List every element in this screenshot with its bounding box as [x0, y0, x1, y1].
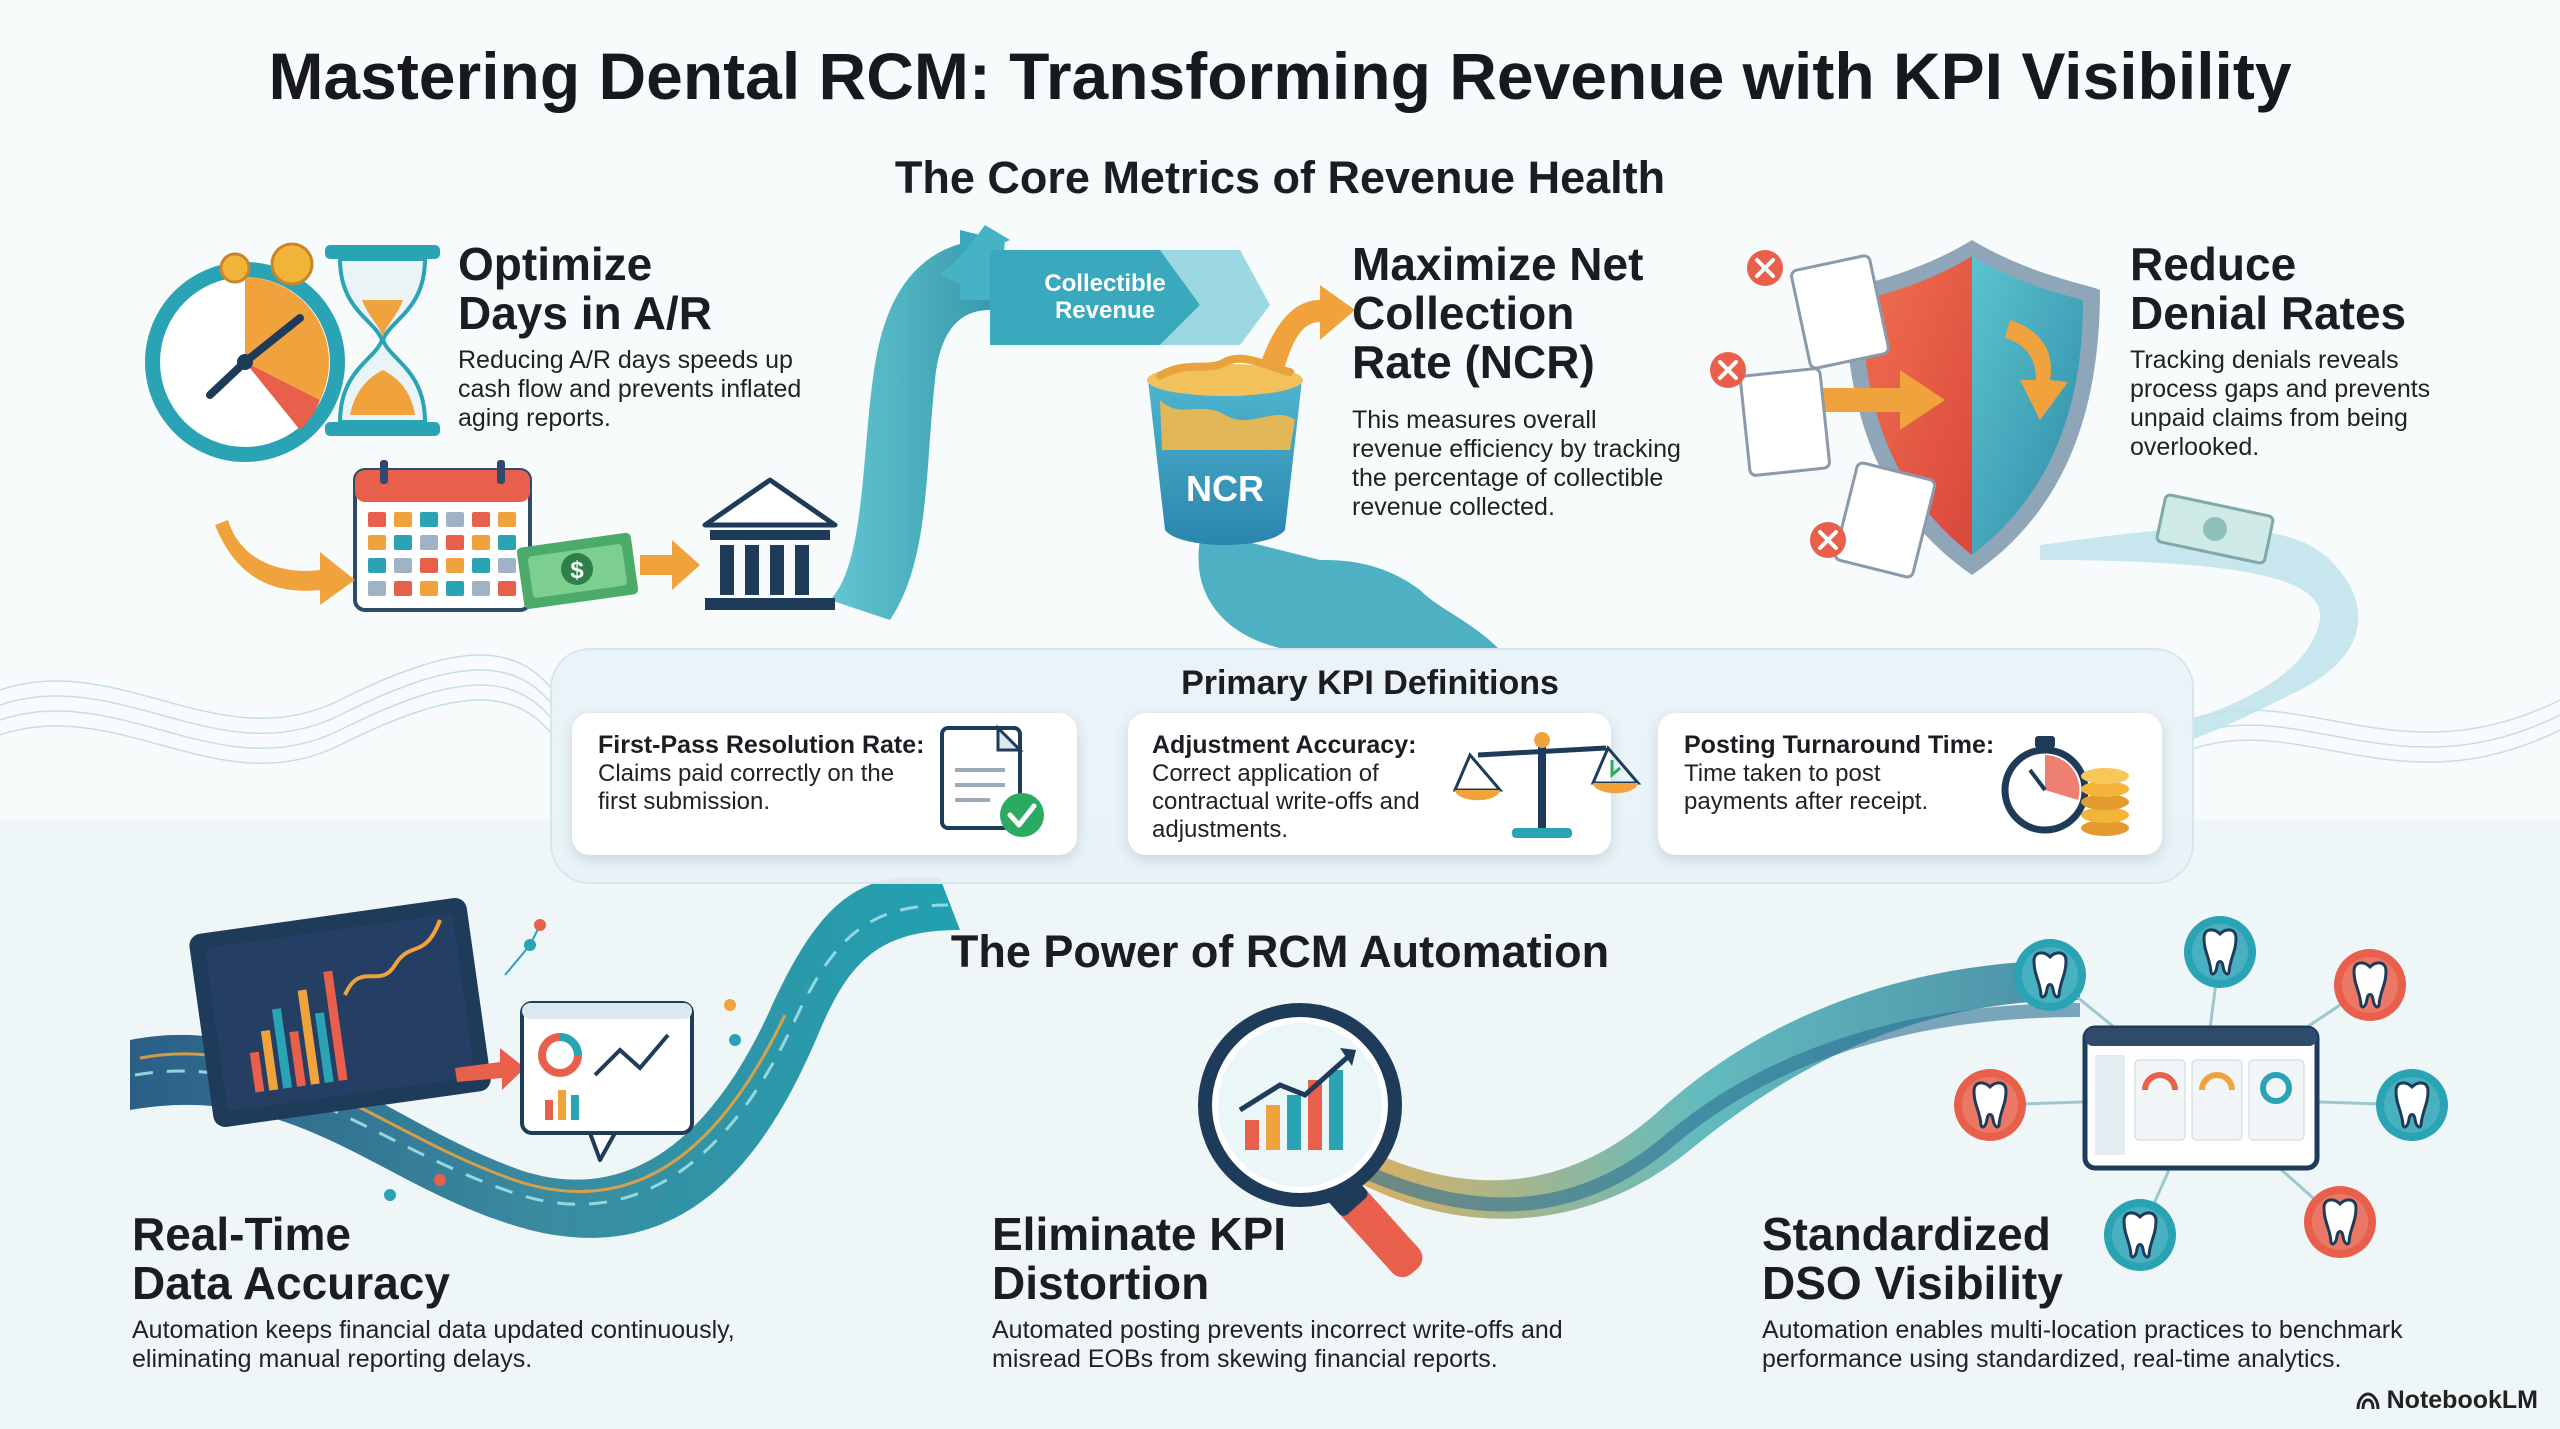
calendar-cell — [394, 558, 412, 573]
watermark-text: NotebookLM — [2386, 1386, 2538, 1414]
automation-realtime-heading: Real-Time Data Accuracy — [132, 1208, 450, 1309]
section-title-automation: The Power of RCM Automation — [950, 926, 1610, 977]
tooth-icon — [2184, 916, 2256, 988]
calendar-cell — [420, 535, 438, 550]
automation-realtime-desc: Automation keeps financial data updated … — [132, 1316, 735, 1373]
money-icon — [2155, 493, 2275, 565]
calendar-cell — [446, 512, 464, 527]
kpi-card-posting: Posting Turnaround Time: Time taken to p… — [1658, 713, 2162, 855]
calendar-cell — [472, 581, 490, 596]
monitor-bar — [271, 1008, 293, 1089]
tooth-icon — [2014, 939, 2086, 1011]
automation-distortion-desc: Automated posting prevents incorrect wri… — [992, 1316, 1563, 1373]
section-title-core-metrics: The Core Metrics of Revenue Health — [894, 152, 1666, 203]
kpi-name: Posting Turnaround Time: — [1684, 731, 1995, 759]
kpi-panel-title: Primary KPI Definitions — [1181, 664, 1559, 702]
calendar-cell — [472, 558, 490, 573]
clock-icon — [145, 262, 345, 462]
page-title: Mastering Dental RCM: Transforming Reven… — [268, 39, 2292, 113]
kpi-desc: Time taken to post payments after receip… — [1684, 760, 1929, 815]
dashboard-icon — [2082, 1025, 2320, 1171]
dashboard-monitor-icon — [189, 898, 491, 1127]
calendar-cell — [498, 535, 516, 550]
monitor-bar — [249, 1051, 265, 1093]
calendar-cell — [420, 512, 438, 527]
calendar-cell — [446, 581, 464, 596]
ncr-label: NCR — [1186, 468, 1264, 509]
calendar-cell — [420, 581, 438, 596]
tooth-icon — [2334, 949, 2406, 1021]
calendar-cell — [394, 581, 412, 596]
calendar-cell — [446, 558, 464, 573]
calendar-cell — [498, 581, 516, 596]
kpi-desc: Claims paid correctly on the first submi… — [598, 760, 895, 815]
hourglass-icon — [325, 245, 440, 436]
tooth-icon — [2376, 1069, 2448, 1141]
calendar-cell — [368, 581, 386, 596]
kpi-name: Adjustment Accuracy: — [1152, 731, 1417, 759]
metric-denial-desc: Tracking denials reveals process gaps an… — [2130, 346, 2431, 461]
automation-dso-heading: Standardized DSO Visibility — [1762, 1208, 2063, 1309]
kpi-card-adjustment: Adjustment Accuracy: Correct application… — [1128, 713, 1611, 855]
metric-ncr-heading: Maximize Net Collection Rate (NCR) — [1352, 238, 1644, 388]
collectible-revenue-label: Collectible Revenue — [1044, 270, 1166, 324]
monitor-bar — [297, 989, 320, 1085]
calendar-icon — [353, 460, 532, 612]
svg-text:$: $ — [570, 557, 584, 584]
kpi-name: First-Pass Resolution Rate: — [598, 731, 925, 759]
calendar-cell — [394, 512, 412, 527]
kpi-desc: Correct application of contractual write… — [1152, 760, 1420, 843]
monitor-bar — [260, 1029, 279, 1091]
bucket-icon — [1147, 354, 1303, 545]
calendar-cell — [472, 512, 490, 527]
claim-document-icon — [1710, 250, 1937, 579]
calendar-cell — [394, 535, 412, 550]
watermark: NotebookLM — [2355, 1386, 2538, 1415]
money-icon: $ — [516, 532, 639, 609]
calendar-cell — [368, 535, 386, 550]
kpi-card-first-pass: First-Pass Resolution Rate: Claims paid … — [572, 713, 1077, 855]
calendar-cell — [472, 535, 490, 550]
coins-icon — [219, 242, 314, 286]
analytics-card-icon — [520, 1001, 694, 1162]
calendar-cell — [368, 558, 386, 573]
metric-ar-heading: Optimize Days in A/R — [458, 238, 712, 339]
magnifier-icon — [1198, 1003, 1423, 1278]
monitor-bar — [314, 1012, 334, 1083]
tooth-icon — [2304, 1186, 2376, 1258]
tooth-icon — [2104, 1199, 2176, 1271]
calendar-cell — [420, 558, 438, 573]
calendar-cell — [368, 512, 386, 527]
calendar-cell — [498, 558, 516, 573]
calendar-cell — [446, 535, 464, 550]
monitor-bar — [323, 970, 348, 1081]
automation-dso-desc: Automation enables multi-location practi… — [1762, 1316, 2403, 1373]
notebooklm-logo-icon — [2356, 1391, 2380, 1409]
calendar-cell — [498, 512, 516, 527]
metric-denial-heading: Reduce Denial Rates — [2130, 238, 2407, 339]
metric-ncr-desc: This measures overall revenue efficiency… — [1352, 406, 1681, 521]
monitor-bar — [289, 1030, 306, 1087]
bank-icon — [702, 477, 838, 610]
automation-distortion-heading: Eliminate KPI Distortion — [992, 1208, 1286, 1309]
metric-ar-desc: Reducing A/R days speeds up cash flow an… — [458, 346, 802, 432]
tooth-icon — [1954, 1069, 2026, 1141]
network-nodes-icon — [384, 919, 741, 1201]
